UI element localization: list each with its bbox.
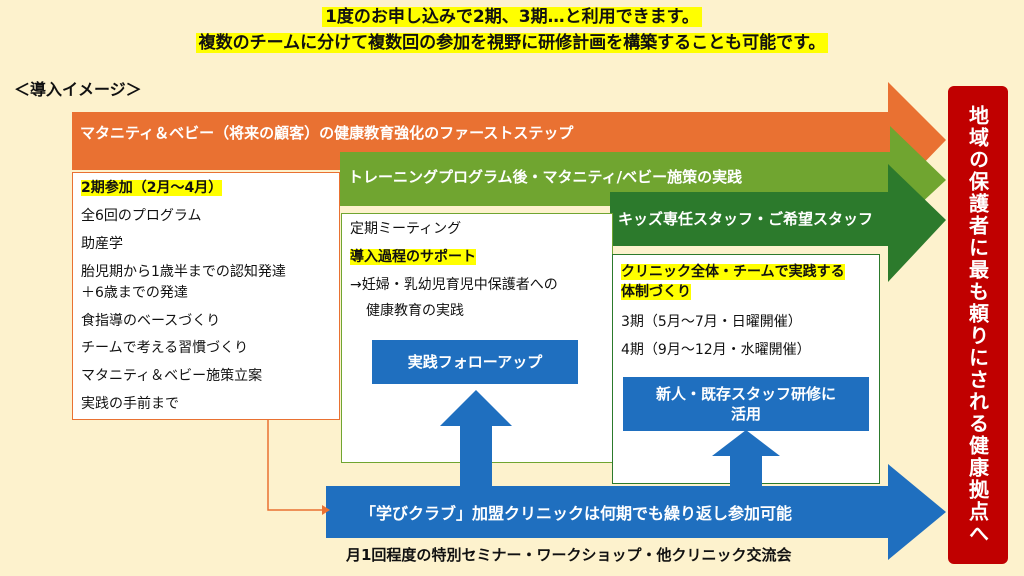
panel2-meeting: 定期ミーティング: [350, 221, 462, 237]
panel1-item: 食指導のベースづくり: [81, 313, 221, 329]
panel1-item: ＋6歳までの発達: [81, 285, 188, 301]
orange-arrow: [72, 82, 946, 200]
panel2-education: 健康教育の実践: [366, 303, 464, 319]
staff-training-line-1: 新人・既存スタッフ研修に: [655, 385, 836, 403]
panel3-highlight-2: 体制づくり: [621, 284, 691, 300]
panel3-highlight-1: クリニック全体・チームで実践する: [621, 264, 845, 280]
panel1-item: 全6回のプログラム: [81, 208, 202, 224]
staff-training-box: 新人・既存スタッフ研修に 活用: [623, 377, 869, 431]
connector-arrowhead: [322, 505, 330, 515]
panel1-item: 助産学: [81, 236, 123, 252]
footer-note: 月1回程度の特別セミナー・ワークショップ・他クリニック交流会: [346, 546, 792, 564]
panel2-target: →妊婦・乳幼児育児中保護者への: [350, 277, 558, 293]
panel1-item: チームで考える習慣づくり: [81, 340, 249, 356]
goal-banner: 地域の保護者に最も頼りにされる健康拠点へ: [948, 86, 1008, 564]
panel1-item: マタニティ＆ベビー施策立案: [81, 368, 263, 384]
panel-phase-2: 2期参加（2月～4月） 全6回のプログラム 助産学 胎児期から1歳半までの認知発…: [72, 172, 340, 420]
up-arrow-training: [712, 430, 780, 486]
headline-line-1: 1度のお申し込みで2期、3期…と利用できます。: [0, 6, 1024, 28]
green-dark-arrow: [610, 164, 946, 282]
panel3-phase-3: 3期（5月～7月・日曜開催）: [621, 314, 802, 330]
blue-arrow-label: 「学びクラブ」加盟クリニックは何期でも繰り返し参加可能: [360, 504, 793, 523]
staff-training-line-2: 活用: [730, 405, 761, 423]
section-label: ＜導入イメージ＞: [14, 80, 142, 99]
connector-line: [267, 420, 322, 511]
green-dark-arrow-label: キッズ専任スタッフ・ご希望スタッフ: [618, 210, 874, 228]
green-light-arrow-label: トレーニングプログラム後・マタニティ/ベビー施策の実践: [348, 168, 743, 186]
panel1-heading: 2期参加（2月～4月）: [81, 180, 223, 196]
up-arrow-practice: [440, 390, 512, 486]
orange-arrow-label: マタニティ＆ベビー（将来の顧客）の健康教育強化のファーストステップ: [80, 124, 574, 142]
panel1-item: 実践の手前まで: [81, 396, 179, 412]
panel3-phase-4: 4期（9月～12月・水曜開催）: [621, 342, 811, 358]
headline-line-2: 複数のチームに分けて複数回の参加を視野に研修計画を構築することも可能です。: [0, 32, 1024, 54]
panel2-support: 導入過程のサポート: [350, 249, 476, 265]
practice-follow-up-box: 実践フォローアップ: [372, 340, 578, 384]
blue-bottom-arrow: [326, 464, 946, 560]
panel1-item: 胎児期から1歳半までの認知発達: [81, 264, 286, 280]
